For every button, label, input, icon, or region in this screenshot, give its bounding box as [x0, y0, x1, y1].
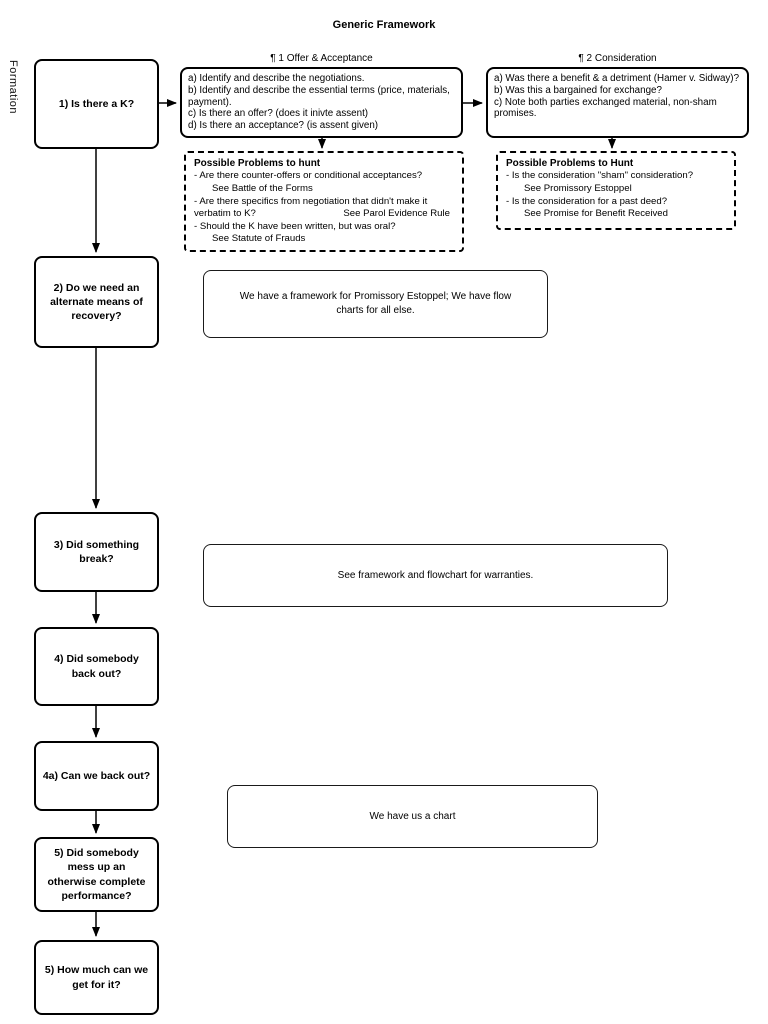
flow-box-alternate-recovery: 2) Do we need an alternate means of reco… [34, 256, 159, 348]
consideration-problems-line2: See Promissory Estoppel [524, 182, 632, 194]
consideration-problems-box: Possible Problems to Hunt - Is the consi… [496, 151, 736, 230]
consideration-box: a) Was there a benefit & a detriment (Ha… [486, 67, 749, 138]
consideration-problems-title: Possible Problems to Hunt [506, 158, 634, 169]
consideration-line-a: a) Was there a benefit & a detriment (Ha… [494, 73, 740, 84]
consideration-line-c: c) Note both parties exchanged material,… [494, 96, 717, 120]
note-warranties: See framework and flowchart for warranti… [203, 544, 668, 607]
offer-line-d: d) Is there an acceptance? (is assent gi… [188, 120, 379, 131]
page-title: Generic Framework [332, 19, 436, 31]
consideration-header: ¶ 2 Consideration [578, 53, 657, 64]
offer-problems-line1: - Are there counter-offers or conditiona… [194, 170, 423, 182]
offer-problems-line3: - Are there specifics from negotiation t… [194, 195, 428, 207]
offer-problems-line6: See Statute of Frauds [212, 233, 306, 245]
offer-problems-title: Possible Problems to hunt [194, 158, 321, 169]
flow-box-messed-performance: 5) Did somebody mess up an otherwise com… [34, 837, 159, 912]
flow-box-can-we-back-out: 4a) Can we back out? [34, 741, 159, 811]
consideration-problems-line4: See Promise for Benefit Received [524, 208, 668, 220]
flow-box-somebody-back-out: 4) Did somebody back out? [34, 627, 159, 706]
offer-acceptance-box: a) Identify and describe the negotiation… [180, 67, 463, 138]
offer-line-b: b) Identify and describe the essential t… [188, 84, 450, 108]
offer-line-c: c) Is there an offer? (does it inivte as… [188, 108, 369, 120]
offer-problems-line2: See Battle of the Forms [212, 182, 313, 194]
offer-problems-line5: - Should the K have been written, but wa… [194, 220, 396, 232]
consideration-problems-line3: - Is the consideration for a past deed? [506, 195, 668, 207]
offer-problems-box: Possible Problems to hunt - Are there co… [184, 151, 464, 252]
note-promissory-estoppel: We have a framework for Promissory Estop… [203, 270, 548, 338]
flow-box-how-much-can-we-get: 5) How much can we get for it? [34, 940, 159, 1015]
flow-box-is-there-a-k: 1) Is there a K? [34, 59, 159, 149]
flow-box-did-something-break: 3) Did something break? [34, 512, 159, 592]
formation-side-label: Formation [7, 60, 19, 115]
offer-problems-line4-left: verbatim to K? [194, 208, 256, 220]
offer-problems-line4-right: See Parol Evidence Rule [343, 208, 450, 220]
consideration-problems-line1: - Is the consideration "sham" considerat… [506, 170, 694, 182]
note-chart: We have us a chart [227, 785, 598, 848]
offer-line-a: a) Identify and describe the negotiation… [188, 73, 365, 84]
offer-problems-line4: verbatim to K? See Parol Evidence Rule [194, 208, 454, 221]
offer-acceptance-header: ¶ 1 Offer & Acceptance [270, 53, 373, 64]
consideration-line-b: b) Was this a bargained for exchange? [494, 84, 662, 96]
